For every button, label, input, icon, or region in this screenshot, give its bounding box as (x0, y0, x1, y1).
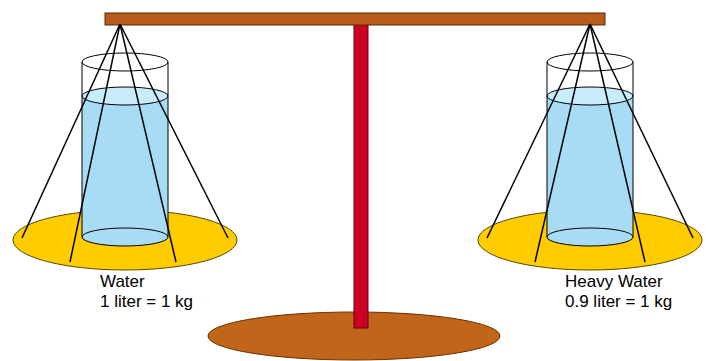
balance-beam (105, 13, 605, 25)
left-pan (13, 24, 237, 270)
liquid-name: Water (100, 272, 145, 292)
volume-mass-note: 0.9 liter = 1 kg (565, 292, 672, 312)
right-pan (478, 24, 702, 270)
liquid-name: Heavy Water (565, 272, 663, 292)
volume-mass-note: 1 liter = 1 kg (100, 292, 193, 312)
stand-post (354, 18, 368, 328)
